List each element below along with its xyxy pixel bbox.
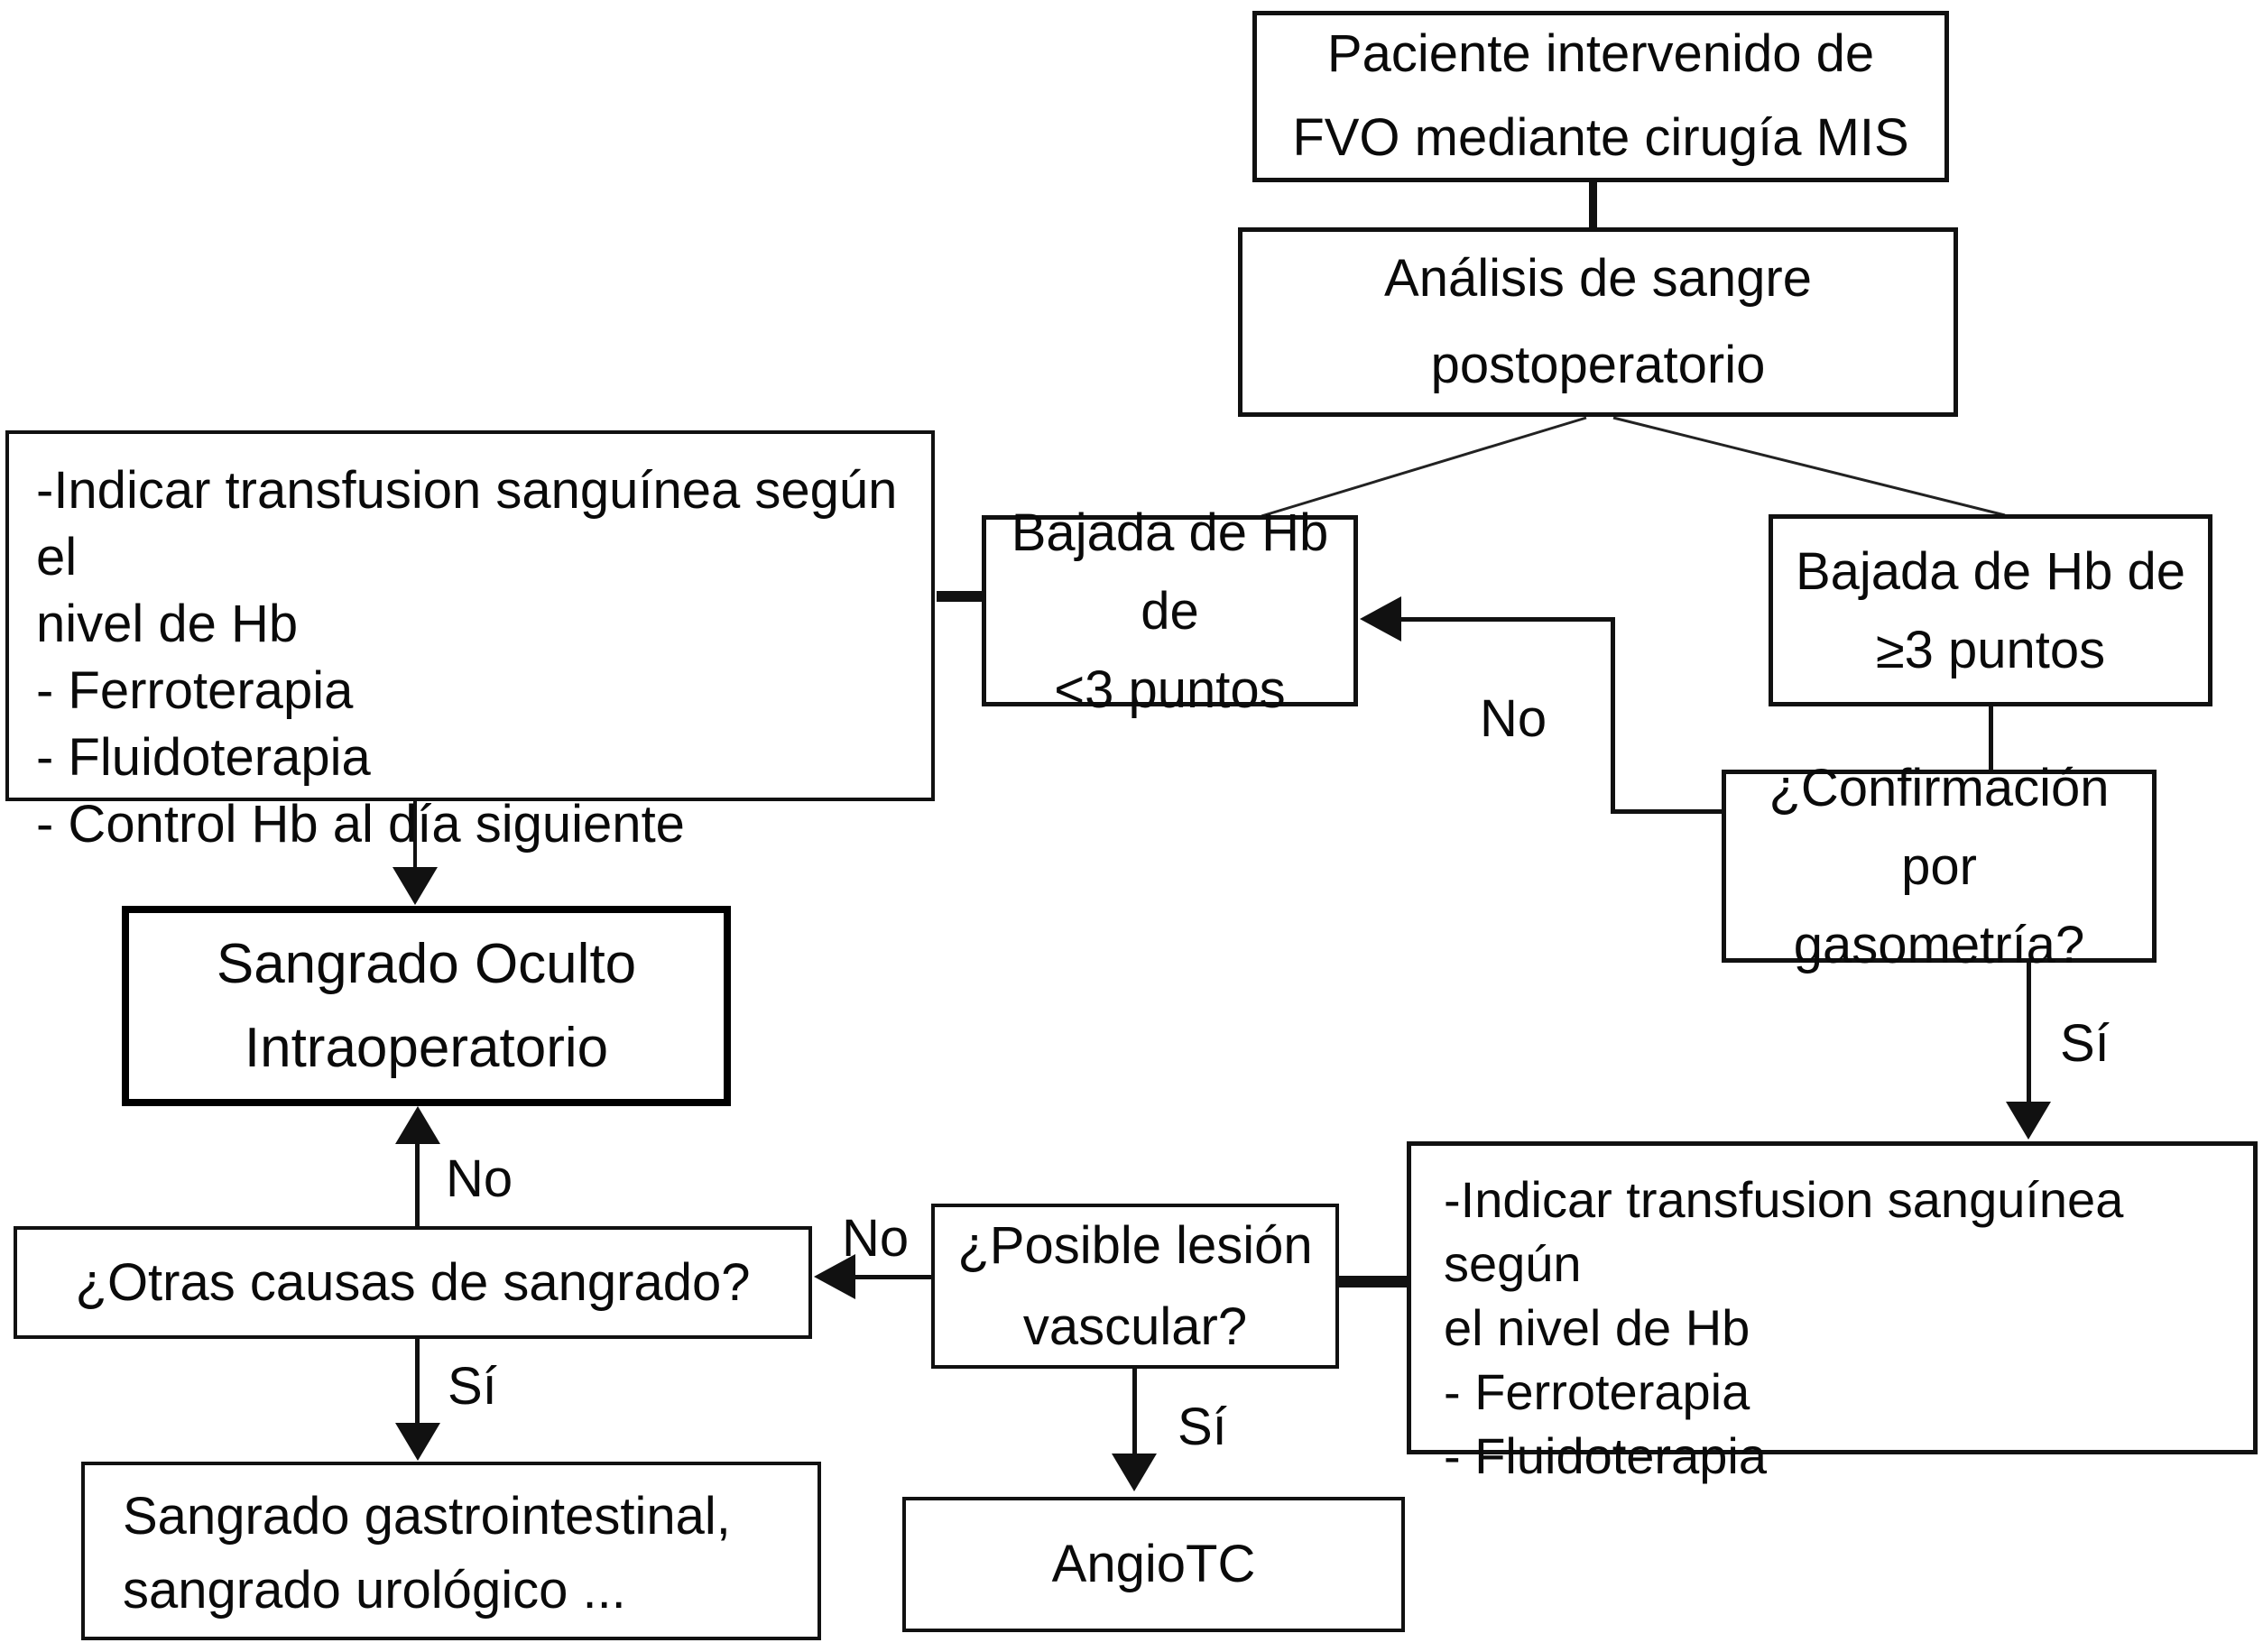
node-otras-causas-sangrado: ¿Otras causas de sangrado? (14, 1226, 812, 1339)
edge-label-si: Sí (448, 1357, 497, 1416)
node-bajada-hb-lt3: Bajada de Hb de <3 puntos (982, 503, 1358, 719)
arrowhead-left-icon (1360, 596, 1401, 641)
edge-label-no: No (842, 1209, 910, 1268)
edge-label-no: No (1480, 689, 1547, 748)
connector-tratamiento-sangrado-oculto (413, 801, 417, 870)
arrowhead-down-icon (393, 867, 438, 905)
connector-lesion-si (1132, 1369, 1137, 1455)
connector-bajada-lt3-tratamiento (937, 591, 984, 602)
arrowhead-left-icon (814, 1254, 855, 1299)
node-analisis-sangre: Análisis de sangre postoperatorio (1238, 227, 1958, 417)
connector-paciente-analisis (1589, 180, 1597, 229)
connector-otras-si (415, 1339, 420, 1425)
connector-gasometria-no-upper (1400, 617, 1615, 622)
node-confirmacion-gasometria: ¿Confirmación por gasometría? (1722, 759, 2157, 974)
branch-line-left (1261, 416, 1587, 518)
connector-bajada-ge3-gasometria (1989, 706, 1993, 771)
arrowhead-down-icon (395, 1423, 440, 1461)
edge-label-si: Sí (2060, 1014, 2110, 1073)
edge-label-no: No (446, 1149, 513, 1208)
edge-label-si: Sí (1178, 1398, 1227, 1456)
node-posible-lesion-vascular: ¿Posible lesión vascular? (931, 1204, 1339, 1369)
node-sangrado-gastrointestinal: Sangrado gastrointestinal, sangrado urol… (81, 1462, 821, 1640)
arrowhead-down-icon (1112, 1454, 1157, 1491)
connector-gasometria-no-stub (1611, 809, 1722, 814)
connector-lesion-tratamiento (1337, 1276, 1409, 1287)
connector-otras-no (415, 1142, 420, 1226)
node-tratamiento-lt3: -Indicar transfusion sanguínea según el … (5, 430, 935, 854)
arrowhead-down-icon (2006, 1102, 2051, 1140)
node-tratamiento-ge3: -Indicar transfusion sanguínea según el … (1407, 1141, 2258, 1484)
branch-line-right (1612, 416, 2006, 517)
node-bajada-hb-ge3: Bajada de Hb de ≥3 puntos (1769, 514, 2212, 706)
connector-gasometria-si (2027, 963, 2031, 1105)
node-angiotc: AngioTC (902, 1497, 1405, 1632)
connector-gasometria-no-vertical (1611, 617, 1615, 814)
arrowhead-up-icon (395, 1106, 440, 1144)
connector-lesion-no (854, 1275, 933, 1279)
node-sangrado-oculto: Sangrado Oculto Intraoperatorio (122, 906, 731, 1106)
node-paciente-intervenido: Paciente intervenido de FVO mediante cir… (1252, 11, 1949, 182)
